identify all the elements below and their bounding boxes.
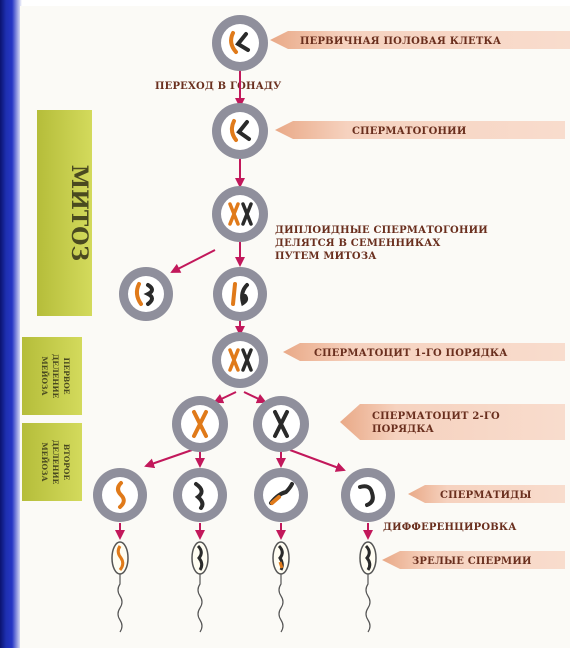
meiosis1-line2: ДЕЛЕНИЕ xyxy=(51,354,60,399)
cell-daughter-left xyxy=(119,267,173,321)
sperm-2 xyxy=(191,541,209,633)
cell-spermatogonium xyxy=(212,103,268,159)
meiosis2-box: ВТОРОЕ ДЕЛЕНИЕ МЕЙОЗА xyxy=(22,423,82,501)
meiosis1-box: ПЕРВОЕ ДЕЛЕНИЕ МЕЙОЗА xyxy=(22,337,82,415)
arrow-7 xyxy=(243,391,267,404)
label-spermatids: СПЕРМАТИДЫ xyxy=(408,485,565,503)
cell-diploid-dividing xyxy=(212,186,268,242)
cell-spermatid-1 xyxy=(93,468,147,522)
sperm-1 xyxy=(111,541,129,633)
diagram-panel xyxy=(20,6,570,648)
sperm-4 xyxy=(359,541,377,633)
meiosis2-line3: МЕЙОЗА xyxy=(40,442,50,482)
sperm-3 xyxy=(272,541,290,633)
arrow-11 xyxy=(289,449,346,472)
meiosis1-line3: МЕЙОЗА xyxy=(40,356,50,396)
arrow-3 xyxy=(170,249,216,273)
svg-text:ЗРЕЛЫЕ СПЕРМИИ: ЗРЕЛЫЕ СПЕРМИИ xyxy=(412,556,532,567)
label-spermatocyte2: СПЕРМАТОЦИТ 2-ГО ПОРЯДКА xyxy=(340,404,565,440)
cell-spermatocyte2-left xyxy=(172,396,228,452)
transition-label: ПЕРЕХОД В ГОНАДУ xyxy=(155,81,281,92)
cell-primordial xyxy=(212,15,268,71)
label-spermatogonia: СПЕРМАТОГОНИИ xyxy=(275,121,565,139)
svg-text:СПЕРМАТОЦИТ 2-ГО: СПЕРМАТОЦИТ 2-ГО xyxy=(372,411,500,422)
cell-spermatocyte1 xyxy=(212,332,268,388)
arrow-6 xyxy=(213,391,237,404)
diploid-line2: ДЕЛЯТСЯ В СЕМЕННИКАХ xyxy=(275,238,440,249)
mitosis-box: МИТОЗ xyxy=(37,110,92,316)
meiosis2-line2: ДЕЛЕНИЕ xyxy=(51,440,60,485)
svg-text:ПЕРВИЧНАЯ ПОЛОВАЯ КЛЕТКА: ПЕРВИЧНАЯ ПОЛОВАЯ КЛЕТКА xyxy=(300,36,502,47)
differentiation-label: ДИФФЕРЕНЦИРОВКА xyxy=(383,522,517,533)
cell-spermatid-2 xyxy=(173,468,227,522)
mitosis-label: МИТОЗ xyxy=(66,165,92,262)
cell-spermatid-3 xyxy=(254,468,308,522)
meiosis2-line1: ВТОРОЕ xyxy=(62,444,71,481)
svg-text:СПЕРМАТОЦИТ 1-ГО ПОРЯДКА: СПЕРМАТОЦИТ 1-ГО ПОРЯДКА xyxy=(314,348,508,359)
arrows xyxy=(115,66,373,540)
label-primordial: ПЕРВИЧНАЯ ПОЛОВАЯ КЛЕТКА xyxy=(270,31,570,49)
label-mature: ЗРЕЛЫЕ СПЕРМИИ xyxy=(382,551,565,569)
cell-spermatocyte2-right xyxy=(253,396,309,452)
diploid-line1: ДИПЛОИДНЫЕ СПЕРМАТОГОНИИ xyxy=(275,225,488,236)
cell-spermatid-4 xyxy=(341,468,395,522)
label-spermatocyte1: СПЕРМАТОЦИТ 1-ГО ПОРЯДКА xyxy=(283,343,565,361)
svg-text:СПЕРМАТОГОНИИ: СПЕРМАТОГОНИИ xyxy=(352,126,466,137)
arrow-8 xyxy=(144,449,193,469)
svg-text:СПЕРМАТИДЫ: СПЕРМАТИДЫ xyxy=(440,490,532,501)
diploid-line3: ПУТЕМ МИТОЗА xyxy=(275,251,377,262)
svg-text:ПОРЯДКА: ПОРЯДКА xyxy=(372,424,435,435)
cell-daughter-right xyxy=(213,267,267,321)
meiosis1-line1: ПЕРВОЕ xyxy=(62,357,71,394)
